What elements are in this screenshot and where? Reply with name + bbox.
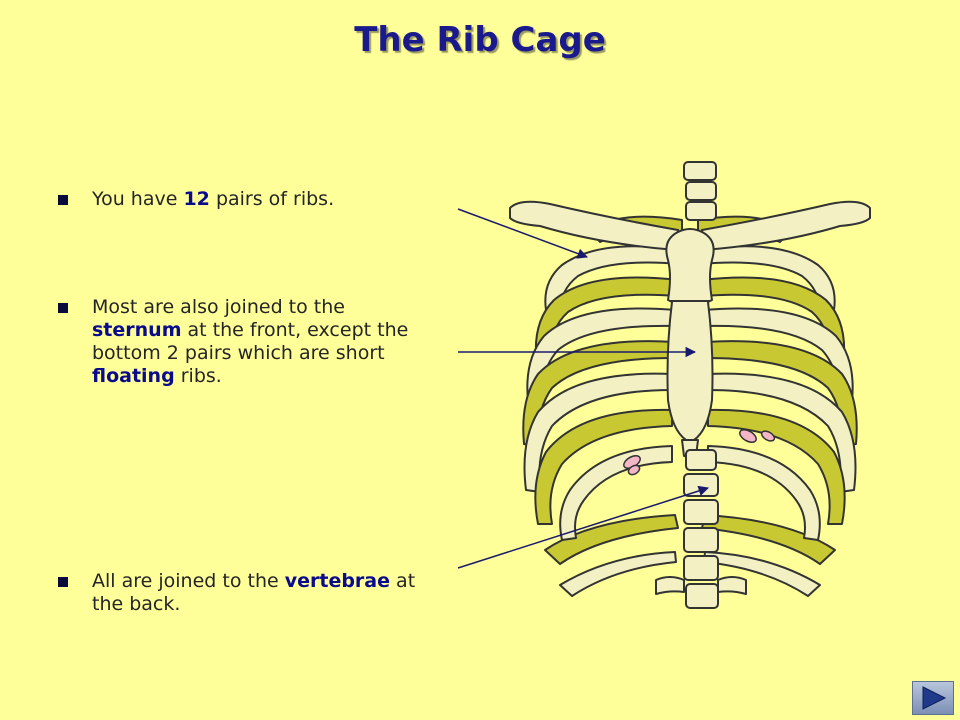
- square-bullet-icon: [58, 195, 68, 205]
- highlight-floating: floating: [92, 365, 175, 387]
- highlight-sternum: sternum: [92, 319, 182, 341]
- square-bullet-icon: [58, 577, 68, 587]
- bullet-sternum: Most are also joined to the sternum at t…: [58, 296, 428, 388]
- bullet-ribs-count: You have 12 pairs of ribs.: [58, 188, 428, 211]
- square-bullet-icon: [58, 303, 68, 313]
- play-arrow-icon: [922, 686, 947, 710]
- highlight-vertebrae: vertebrae: [284, 570, 391, 592]
- slide-title: The Rib Cage: [354, 20, 606, 60]
- right-ribs: [697, 215, 858, 541]
- sternum: [665, 228, 715, 457]
- highlight-12: 12: [183, 188, 210, 210]
- next-slide-button[interactable]: [912, 681, 954, 715]
- cartilage-spots: [623, 429, 776, 476]
- rib-cage-illustration: [509, 161, 871, 609]
- bullet-vertebrae: All are joined to the vertebrae at the b…: [58, 570, 428, 616]
- left-ribs: [522, 215, 683, 541]
